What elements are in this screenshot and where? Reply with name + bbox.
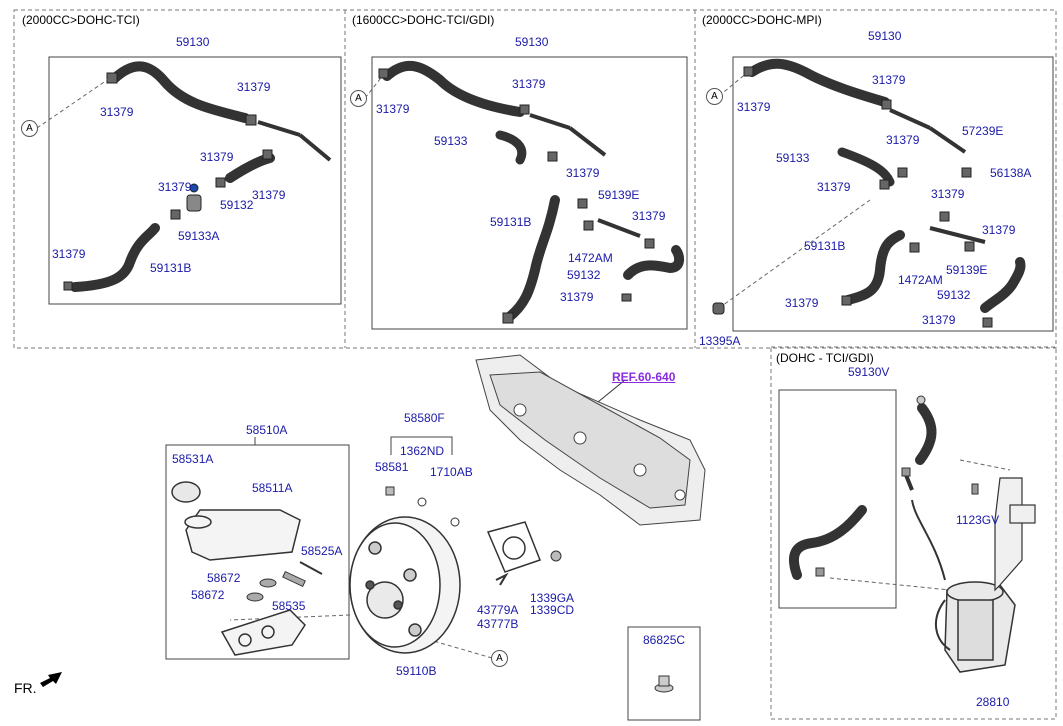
reservoir-icon [171,481,301,561]
frame-s4 [770,346,1057,720]
part-label[interactable]: 31379 [158,180,192,194]
part-label[interactable]: 86825C [643,633,686,647]
part-label[interactable]: 43779A [477,603,519,617]
part-label[interactable]: 28810 [976,695,1010,709]
part-label[interactable]: 59131B [490,215,532,229]
part-label[interactable]: 1339CD [530,603,575,617]
part-label[interactable]: 59139E [946,263,988,277]
part-label[interactable]: 59130 [176,35,210,49]
part-label[interactable]: 31379 [560,290,594,304]
fr-label: FR. [14,680,37,696]
part-label[interactable]: 31379 [931,187,965,201]
part-label[interactable]: 57239E [962,124,1004,138]
circle-marker-a[interactable]: A [350,90,367,107]
part-label[interactable]: 58535 [272,599,306,613]
part-label[interactable]: 31379 [52,247,86,261]
part-label[interactable]: 1472AM [898,273,943,287]
bracket-58580f [390,436,453,455]
part-label[interactable]: 31379 [737,100,771,114]
part-label[interactable]: 31379 [200,150,234,164]
top-frame [13,9,1057,349]
part-label[interactable]: 31379 [982,223,1016,237]
part-label[interactable]: 31379 [632,209,666,223]
part-label[interactable]: 59132 [567,268,601,282]
box-s1 [48,56,342,305]
part-label[interactable]: 43777B [477,617,519,631]
circle-marker-a[interactable]: A [706,88,723,105]
fr-arrow-icon [40,672,62,687]
part-label[interactable]: 58511A [252,481,293,495]
clip-icon [495,572,509,586]
part-label[interactable]: 59133A [178,229,220,243]
box-s2 [371,56,688,330]
part-label[interactable]: 31379 [237,80,271,94]
part-label[interactable]: 59133 [776,151,810,165]
part-label[interactable]: 59132 [220,198,254,212]
part-label[interactable]: 58581 [375,460,409,474]
booster-icon [349,516,461,654]
part-label[interactable]: 59131B [804,239,846,253]
gasket-icon [486,521,541,573]
part-label[interactable]: 31379 [922,313,956,327]
part-label[interactable]: 31379 [566,166,600,180]
part-label[interactable]: 1339GA [530,591,575,605]
clamp-icon [63,66,993,328]
part-label[interactable]: 59139E [598,188,640,202]
box-86825c [627,626,701,721]
box-master [165,444,350,660]
part-label[interactable]: 1362ND [400,444,445,458]
part-label[interactable]: 58510A [246,423,288,437]
part-label[interactable]: 59132 [937,288,971,302]
part-label[interactable]: 31379 [817,180,851,194]
part-label[interactable]: 1123GV [956,513,1000,527]
part-label[interactable]: 31379 [376,102,410,116]
part-label[interactable]: 59130V [848,365,890,379]
circle-marker-a[interactable]: A [491,650,508,667]
hose-icon [70,58,1026,580]
part-label[interactable]: 58525A [301,544,343,558]
part-label[interactable]: 59131B [150,261,192,275]
part-label[interactable]: 56138A [990,166,1032,180]
section-header-dohc-tci-gdi: (DOHC - TCI/GDI) [776,351,874,365]
part-label[interactable]: 59133 [434,134,468,148]
part-label[interactable]: 31379 [100,105,134,119]
ref-link[interactable]: REF.60-640 [612,370,676,384]
part-label[interactable]: 58531A [172,452,214,466]
part-label[interactable]: 13395A [699,334,741,348]
part-label[interactable]: 59110B [396,664,437,678]
part-label[interactable]: 1472AM [568,251,613,265]
part-label[interactable]: 58580F [404,411,445,425]
section-header-2000cc-tci: (2000CC>DOHC-TCI) [22,13,140,27]
nut-icon [550,550,562,562]
part-label[interactable]: 31379 [252,188,286,202]
part-label[interactable]: 59130 [515,35,549,49]
master-cylinder-icon [220,609,306,656]
vacuum-pump-icon [944,581,1016,673]
part-label[interactable]: 31379 [785,296,819,310]
fastener-icon [654,675,674,693]
bracket-icon [994,477,1036,592]
section-header-1600cc-gdi: (1600CC>DOHC-TCI/GDI) [352,13,495,27]
part-label[interactable]: 58672 [207,571,241,585]
part-label[interactable]: 31379 [872,73,906,87]
box-s3 [732,56,1054,332]
box-s4 [778,389,897,609]
part-label[interactable]: 58672 [191,588,225,602]
part-label[interactable]: 59130 [868,29,902,43]
part-label[interactable]: 31379 [886,133,920,147]
dash-panel-icon [475,354,706,526]
circle-marker-a[interactable]: A [21,120,38,137]
valve-icon [186,183,202,212]
part-label[interactable]: 31379 [512,77,546,91]
section-header-2000cc-mpi: (2000CC>DOHC-MPI) [702,13,822,27]
part-label[interactable]: 1710AB [430,465,473,479]
